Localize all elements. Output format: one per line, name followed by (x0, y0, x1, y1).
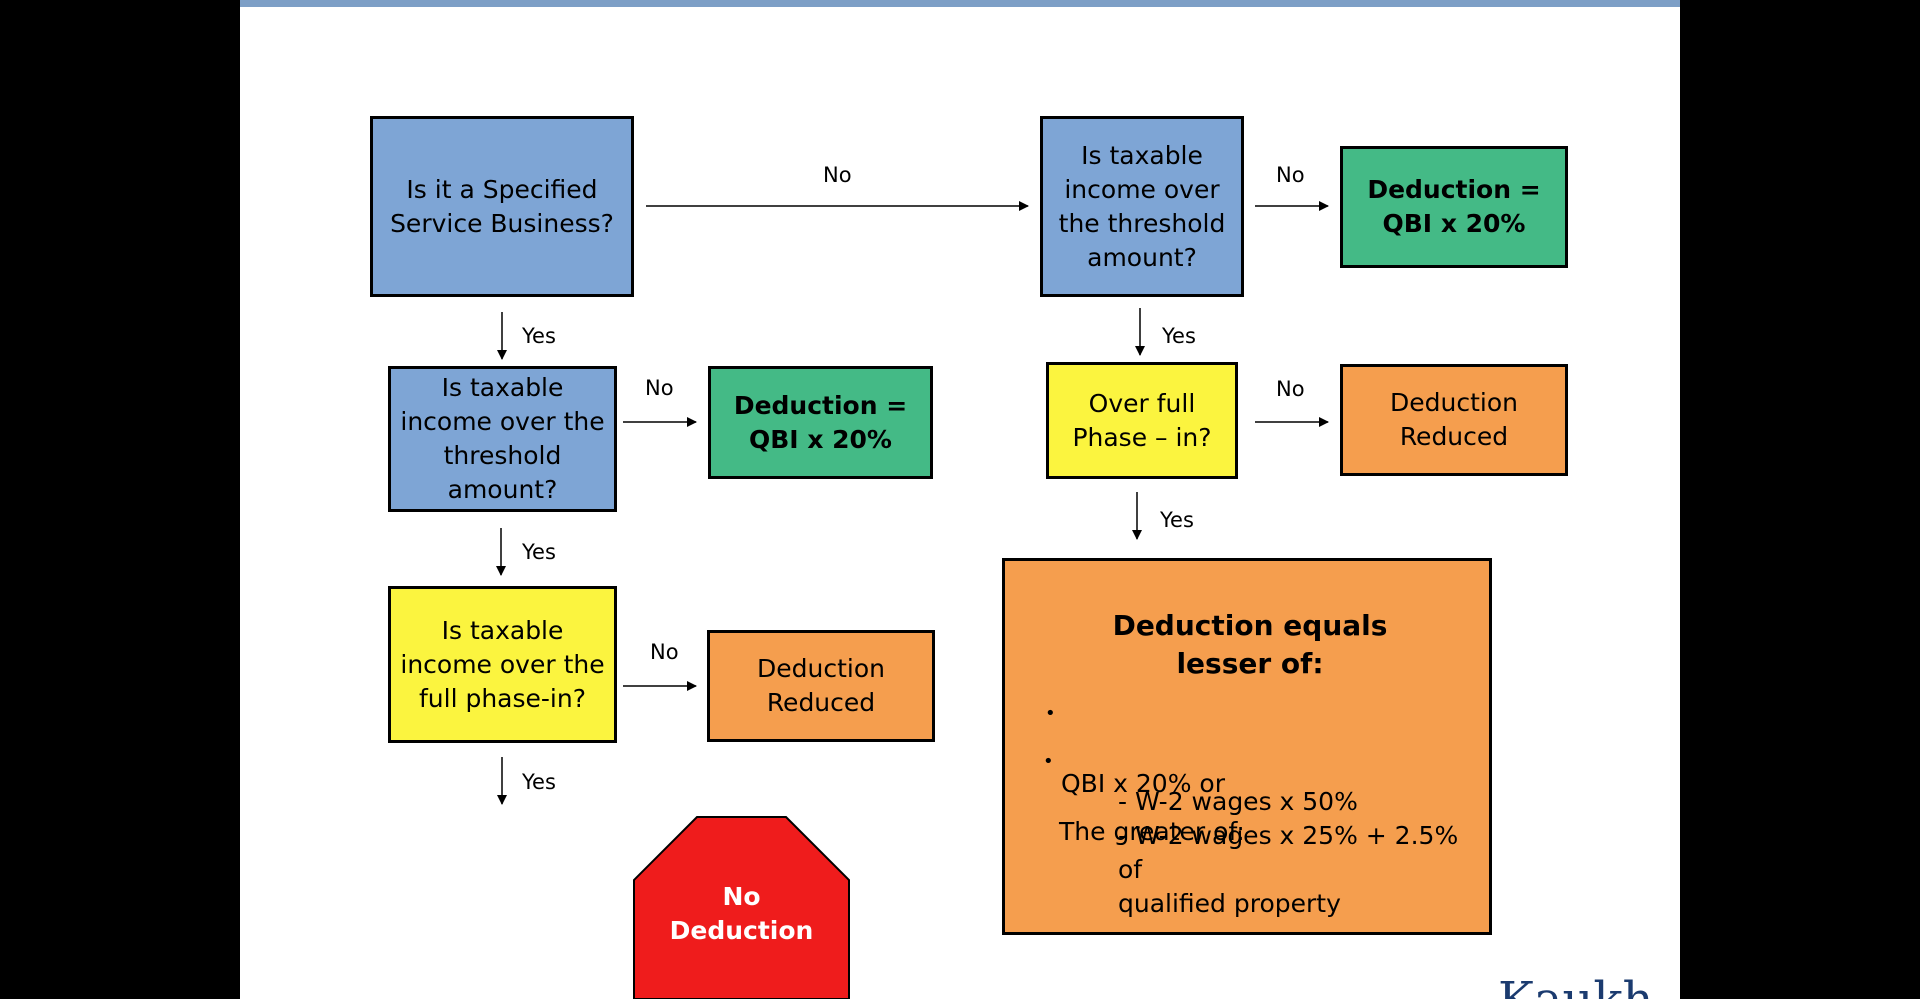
node-threshold-right: Is taxable income over the threshold amo… (1040, 116, 1244, 297)
slide-top-bar (240, 0, 1680, 7)
brand-logo-partial: Kaukh (1498, 976, 1653, 999)
label-no-phase-left: No (650, 640, 679, 664)
lesser-of-title: Deduction equals lesser of: (1112, 609, 1388, 680)
connector-arrows (496, 201, 1329, 805)
label-no-specified: No (823, 163, 852, 187)
bullet-qbi: • QBI x 20% or (1045, 699, 1225, 801)
node-deduction-reduced-right: Deduction Reduced (1340, 364, 1568, 476)
label-no-threshold-left: No (645, 376, 674, 400)
label-yes-threshold-right: Yes (1162, 324, 1196, 348)
label-yes-specified: Yes (522, 324, 556, 348)
stop-sign-icon (633, 816, 850, 999)
label-yes-phase-right: Yes (1160, 508, 1194, 532)
node-threshold-left: Is taxable income over the threshold amo… (388, 366, 617, 512)
node-specified-service: Is it a Specified Service Business? (370, 116, 634, 297)
label-yes-threshold-left: Yes (522, 540, 556, 564)
sub-item-wages-50: - W-2 wages x 50% (1118, 787, 1358, 816)
bullet-glyph: • (1045, 703, 1056, 724)
node-deduction-reduced-left: Deduction Reduced (707, 630, 935, 742)
bullet-glyph: • (1043, 751, 1054, 772)
slide: Is it a Specified Service Business? Is t… (240, 0, 1680, 999)
node-phase-in-left: Is taxable income over the full phase-in… (388, 586, 617, 743)
sub-item-wages-25: - W-2 wages x 25% + 2.5% of qualified pr… (1118, 821, 1459, 918)
bullet-greater-of-text: The greater of: (1059, 817, 1245, 846)
node-no-deduction: No Deduction (669, 882, 814, 945)
node-phase-in-right: Over full Phase – in? (1046, 362, 1238, 479)
node-deduction-full-left: Deduction = QBI x 20% (708, 366, 933, 479)
node-deduction-full-right: Deduction = QBI x 20% (1340, 146, 1568, 268)
node-lesser-of-box: Deduction equals lesser of: • QBI x 20% … (1002, 558, 1492, 935)
bullet-greater-of: • The greater of: (1043, 747, 1245, 849)
label-yes-phase-left: Yes (522, 770, 556, 794)
bullet-qbi-text: QBI x 20% or (1061, 769, 1225, 798)
label-no-phase-right: No (1276, 377, 1305, 401)
label-no-threshold-right: No (1276, 163, 1305, 187)
